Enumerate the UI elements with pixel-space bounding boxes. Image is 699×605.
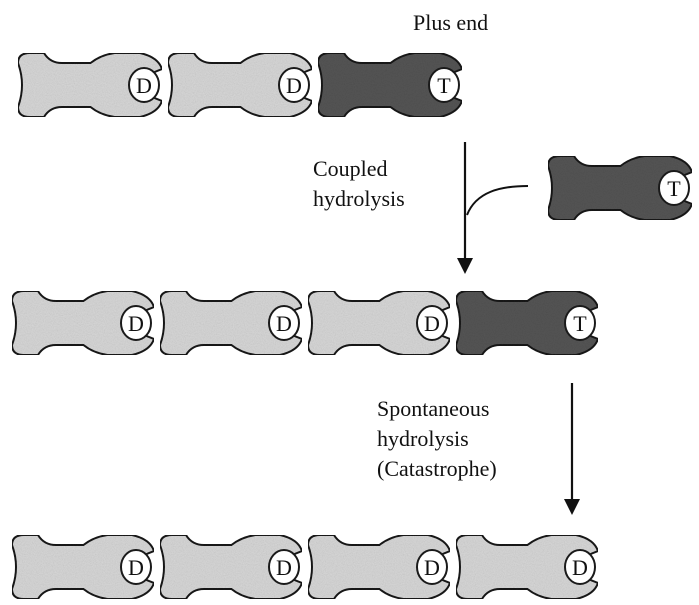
spontaneous-hydrolysis-label: Spontaneous hydrolysis (Catastrophe) <box>377 394 497 484</box>
gdp-letter: D <box>286 73 302 98</box>
gdp-letter: D <box>128 555 144 580</box>
down-arrow-icon <box>457 258 473 274</box>
gtp-letter: T <box>437 73 451 98</box>
curved-arrow-icon <box>467 186 528 215</box>
gdp-letter: D <box>424 555 440 580</box>
gdp-letter: D <box>276 311 292 336</box>
gdp-letter: D <box>136 73 152 98</box>
incoming-gtp-dimer: T <box>548 156 692 220</box>
gdp-letter: D <box>128 311 144 336</box>
gdp-letter: D <box>424 311 440 336</box>
coupled-hydrolysis-label: Coupled hydrolysis <box>313 154 405 214</box>
gdp-letter: D <box>276 555 292 580</box>
gdp-letter: D <box>572 555 588 580</box>
gtp-letter: T <box>573 311 587 336</box>
down-arrow-icon <box>564 499 580 515</box>
gtp-letter: T <box>667 176 681 201</box>
plus-end-label: Plus end <box>413 10 488 36</box>
